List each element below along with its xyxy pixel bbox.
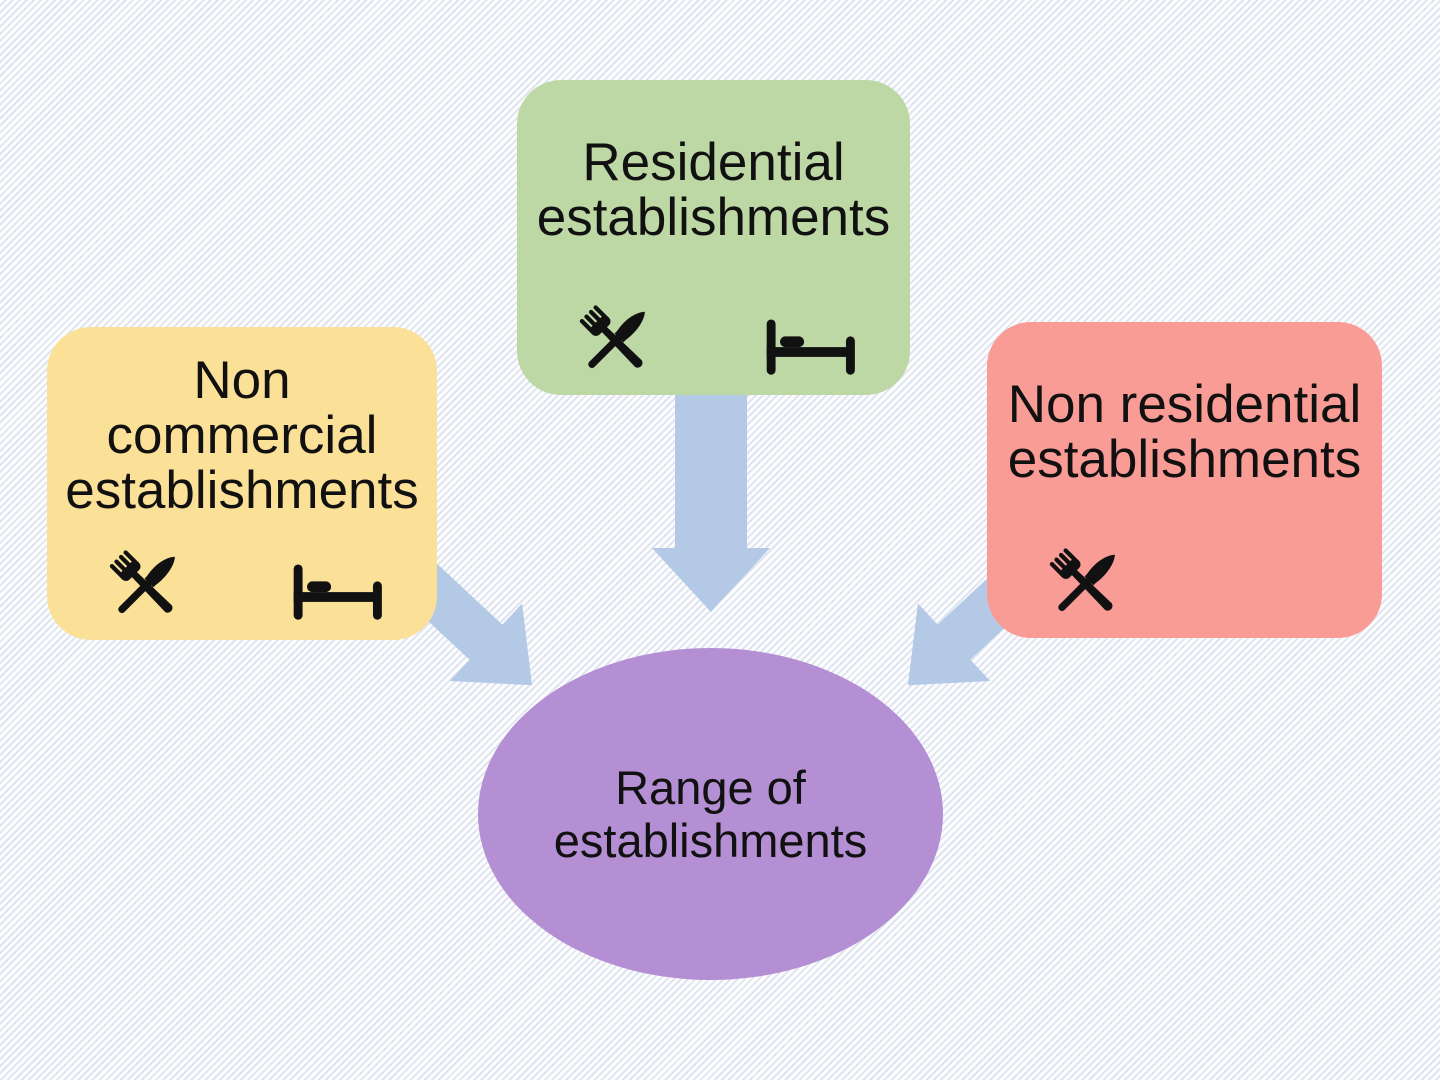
bed-icon	[293, 564, 382, 620]
node-icons	[47, 532, 437, 640]
node-label: Non residential establishments	[987, 322, 1382, 530]
node-label-line: Non residential	[1007, 375, 1362, 434]
node-label-line: establishments	[553, 814, 868, 867]
node-non-commercial-establishments: Non commercial establishments	[47, 327, 437, 640]
node-label-line: Residential	[582, 132, 845, 192]
fork-knife-icon	[1049, 548, 1115, 612]
bed-icon	[766, 319, 855, 375]
node-icons	[987, 530, 1382, 638]
node-non-residential-establishments: Non residential establishments	[987, 322, 1382, 638]
arrow-residential-to-range	[652, 393, 770, 612]
node-label-line: establishments	[1007, 430, 1362, 489]
fork-knife-icon	[109, 550, 175, 614]
node-label-line: Non	[193, 351, 291, 410]
node-residential-establishments: Residential establishments	[517, 80, 910, 395]
node-label-line: establishments	[536, 187, 891, 247]
node-icons	[517, 287, 910, 395]
node-label-line: Range of	[615, 761, 806, 814]
node-label-line: establishments	[65, 461, 419, 520]
node-label: Residential establishments	[517, 80, 910, 287]
node-label-line: commercial	[106, 406, 378, 465]
node-range-of-establishments: Range of establishments	[478, 648, 943, 980]
node-label: Non commercial establishments	[47, 327, 437, 532]
fork-knife-icon	[579, 305, 645, 369]
